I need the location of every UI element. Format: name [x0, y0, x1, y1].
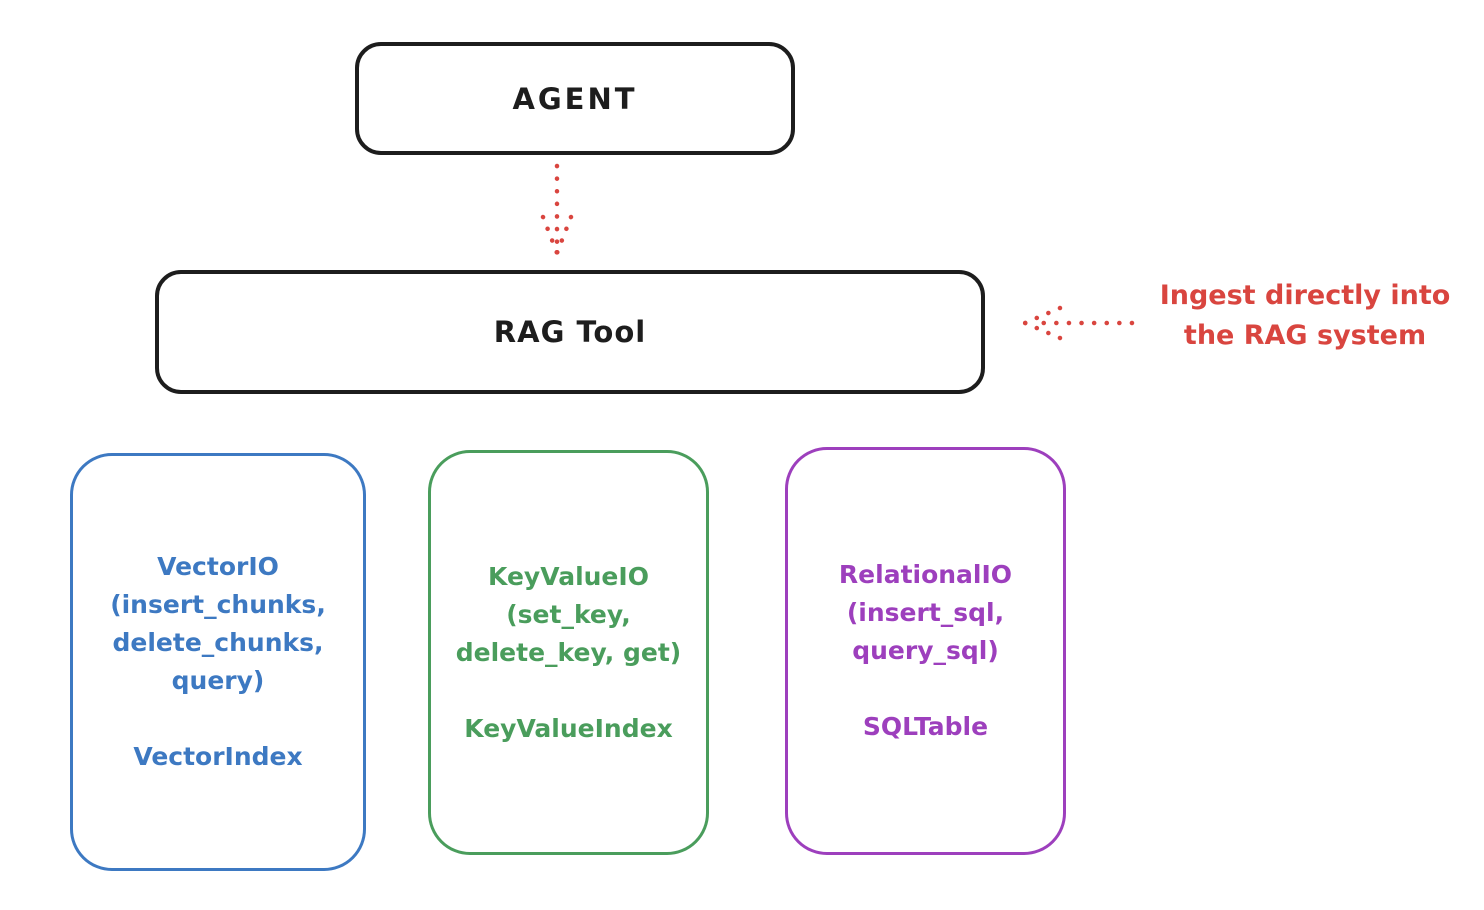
relational-io-node: RelationalIO (insert_sql, query_sql) SQL… — [785, 447, 1066, 855]
vector-io-label: VectorIO (insert_chunks, delete_chunks, … — [110, 552, 326, 771]
arrowhead-lower-wing — [1022, 320, 1063, 341]
arrowhead-right-wing — [554, 214, 574, 256]
arrowhead-left-wing — [540, 214, 560, 256]
arrowhead-upper-wing — [1022, 305, 1063, 326]
agent-label: AGENT — [512, 81, 638, 116]
keyvalue-io-node: KeyValueIO (set_key, delete_key, get) Ke… — [428, 450, 709, 855]
agent-to-ragtool-arrow — [540, 163, 574, 256]
keyvalue-io-label: KeyValueIO (set_key, delete_key, get) Ke… — [455, 561, 682, 743]
rag-tool-label: RAG Tool — [493, 315, 647, 349]
rag-tool-node: RAG Tool — [155, 270, 985, 394]
relational-io-label: RelationalIO (insert_sql, query_sql) SQL… — [838, 560, 1013, 741]
vector-io-node: VectorIO (insert_chunks, delete_chunks, … — [70, 453, 366, 871]
ingest-annotation: Ingest directly into the RAG system — [1159, 280, 1451, 351]
ingest-annotation-arrow — [1022, 305, 1135, 341]
agent-node: AGENT — [355, 42, 795, 155]
